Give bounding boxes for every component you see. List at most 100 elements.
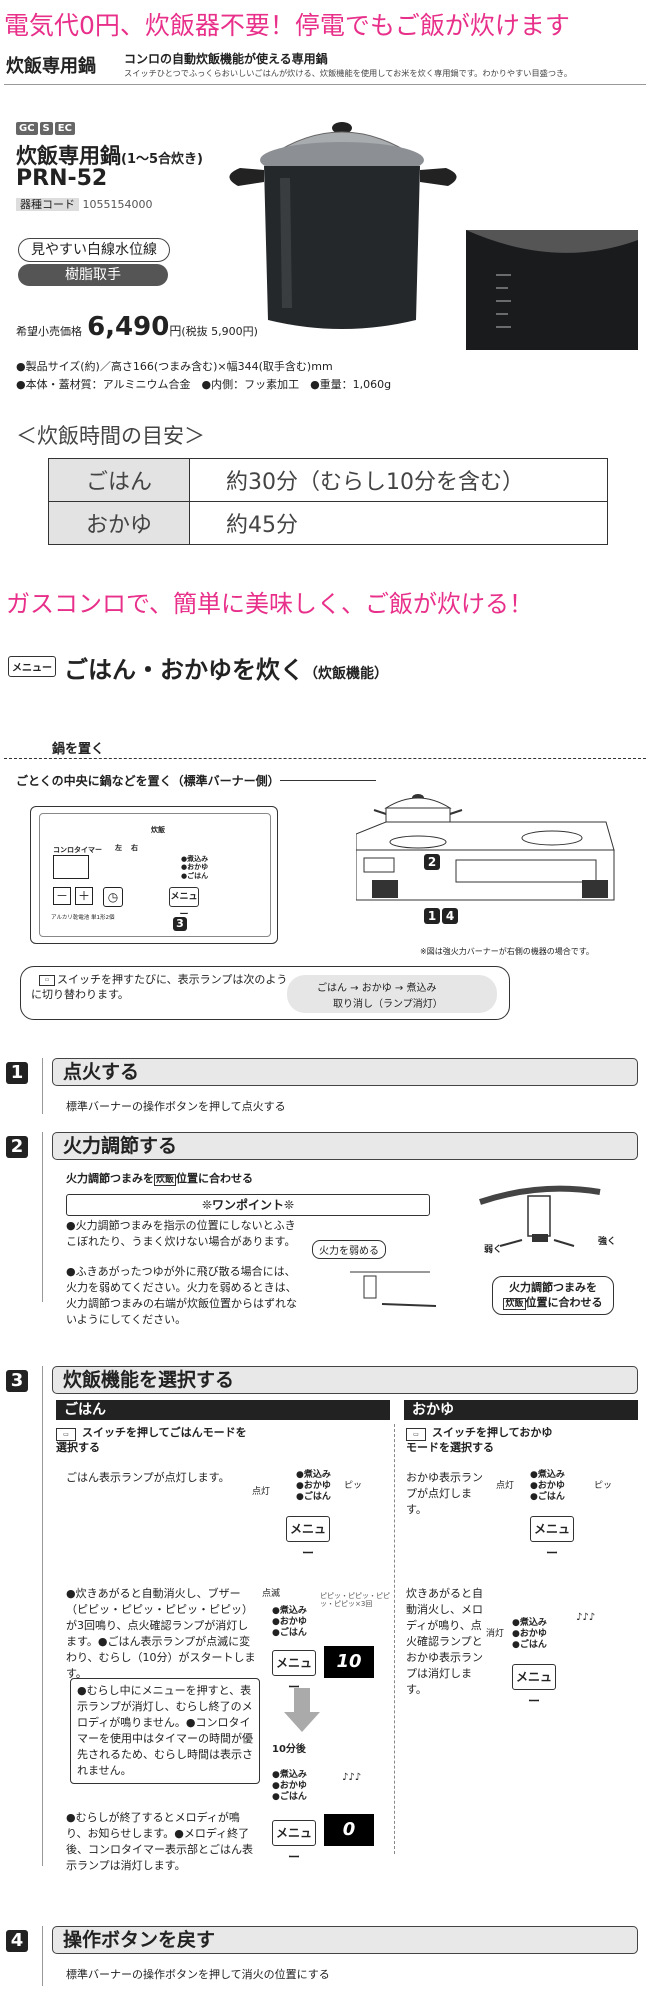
switch-explanation-box: ▭ スイッチを押すたびに、表示ランプは次のように切り替わります。 ごはん → お…: [20, 966, 510, 1020]
product-category: 炊飯専用鍋: [6, 56, 96, 77]
panel-right: 右: [131, 844, 138, 852]
panel-minus: －: [53, 887, 71, 905]
step-2-desc-mark: 炊飯: [154, 1174, 177, 1186]
rice-menu-button-1: メニュー: [286, 1516, 330, 1560]
rice-boil: ●炊きあがると自動消火し、ブザー（ピピッ・ピピッ・ピピッ・ピピッ）が3回鳴り、点…: [66, 1587, 256, 1680]
panel-battery: アルカリ乾電池 単1形2個: [51, 915, 115, 921]
rice-blink-label: 点滅: [262, 1589, 281, 1599]
step-1-desc: 標準バーナーの操作ボタンを押して点火する: [66, 1100, 286, 1113]
feature-waterline: 見やすい白線水位線: [18, 238, 170, 262]
tag-ec: EC: [54, 122, 75, 135]
tagline: ガスコンロで、簡単に美味しく、ご飯が炊ける！: [6, 590, 534, 618]
rice-lamps-2: ●煮込み ●おかゆ ●ごはん: [272, 1606, 307, 1638]
time-guide-table: ごはん約30分（むらし10分を含む） おかゆ約45分: [48, 458, 608, 545]
category-desc: スイッチひとつでふっくらおいしいごはんが炊ける、炊飯機能を使用してお米を炊く専用…: [124, 68, 573, 78]
panel-left: 左: [115, 844, 122, 852]
step-1-number: 1: [6, 1062, 28, 1084]
flow-bottom: 取り消し（ランプ消灯）: [333, 999, 443, 1010]
headline: 電気代0円、炊飯器不要！停電でもご飯が炊けます: [4, 11, 570, 40]
panel-menu-button: メニュー: [169, 887, 199, 920]
stove-diagram: [356, 794, 615, 901]
spec-material: ●本体・蓋材質：アルミニウム合金 ●内側：フッ素加工 ●重量：1,060g: [16, 378, 392, 391]
section-title: ごはん・おかゆを炊く: [64, 656, 304, 684]
rice-beeps: ピピッ・ピピッ・ピピッ・ピピッ×3回: [320, 1592, 390, 1609]
step-4-title: 操作ボタンを戻す: [52, 1926, 638, 1954]
porridge-lamp-on: おかゆ表示ランプが点灯します。: [406, 1471, 483, 1516]
timer-icon: ◷: [103, 887, 123, 907]
divider: [4, 84, 646, 85]
rice-header: ごはん: [56, 1400, 390, 1420]
menu-icon: ▭: [56, 1428, 76, 1441]
table-row: おかゆ約45分: [48, 501, 608, 545]
step-4-desc: 標準バーナーの操作ボタンを押して消火の位置にする: [66, 1968, 330, 1981]
rice-note-box: ●むらし中にメニューを押すと、表示ランプが消灯し、むらし終了のメロディが鳴りませ…: [70, 1678, 260, 1784]
onepoint-2: ●ふきあがったつゆが外に飛び散る場合には、火力を弱めてください。火力を弱めるとき…: [66, 1265, 297, 1326]
step-2-desc-b: 位置に合わせる: [176, 1172, 254, 1185]
section-title-line: ごはん・おかゆを炊く（炊飯機能）: [64, 650, 388, 685]
down-arrow: [284, 1688, 320, 1732]
panel-display: [53, 855, 89, 879]
code-value: 1055154000: [82, 198, 153, 211]
row-value-porridge: 約45分: [189, 501, 608, 545]
porridge-lamps-2: ●煮込み ●おかゆ ●ごはん: [512, 1618, 547, 1650]
porridge-header: おかゆ: [404, 1400, 638, 1420]
product-code: 器種コード 1055154000: [16, 196, 153, 212]
divider: [42, 1132, 43, 1302]
column-divider: [394, 1424, 395, 1854]
menu-icon: メニュー: [8, 656, 56, 677]
category-sub: コンロの自動炊飯機能が使える専用鍋: [124, 52, 328, 66]
table-row: ごはん約30分（むらし10分を含む）: [48, 458, 608, 502]
product-name-sub: (1～5合炊き): [121, 152, 203, 167]
rice-lamps-3: ●煮込み ●おかゆ ●ごはん: [272, 1770, 307, 1802]
product-model: PRN-52: [16, 166, 108, 191]
porridge-lamps-1: ●煮込み ●おかゆ ●ごはん: [530, 1470, 565, 1502]
porridge-select: スイッチを押しておかゆモードを選択する: [406, 1426, 553, 1454]
rice-lamp-on: ごはん表示ランプが点灯します。: [66, 1471, 230, 1484]
porridge-beep: ピッ: [594, 1481, 613, 1491]
row-label-porridge: おかゆ: [48, 501, 190, 545]
divider: [4, 758, 646, 759]
step-2-desc: 火力調節つまみを炊飯位置に合わせる: [66, 1170, 253, 1186]
porridge-menu-button-2: メニュー: [512, 1664, 556, 1708]
step-3-title: 炊飯機能を選択する: [52, 1366, 638, 1394]
stove-callout-1: 1: [424, 908, 440, 924]
pot-instruction: ごとくの中央に鍋などを置く（標準バーナー側）: [16, 774, 280, 788]
stove-callout-4: 4: [442, 908, 458, 924]
panel-lamps: ●煮込み ●おかゆ ●ごはん: [181, 855, 209, 880]
porridge-music: ♪♪♪: [576, 1612, 596, 1623]
onepoint-header: ❊ワンポイント❊: [66, 1194, 430, 1216]
after10-label: 10分後: [272, 1744, 306, 1755]
align-callout: 火力調節つまみを 炊飯位置に合わせる: [492, 1276, 614, 1315]
rice-lit-label: 点灯: [252, 1487, 271, 1497]
onepoint-1: ●火力調節つまみを指示の位置にしないとふきこぼれたり、うまく炊けない場合がありま…: [66, 1219, 296, 1248]
price-unit: 円: [169, 324, 182, 338]
section-title-sub: （炊飯機能）: [304, 666, 388, 682]
tag-s: S: [39, 122, 53, 135]
step-3-number: 3: [6, 1370, 28, 1392]
pot-image: [229, 122, 457, 329]
stove-callout-2: 2: [424, 854, 440, 870]
divider: [42, 1058, 43, 1114]
divider: [42, 1926, 43, 1986]
step-1-title: 点火する: [52, 1058, 638, 1086]
panel-callout-3: 3: [173, 917, 187, 931]
step-2-title: 火力調節する: [52, 1132, 638, 1160]
product-name-line: 炊飯専用鍋(1～5合炊き): [16, 140, 203, 170]
menu-icon: ▭: [39, 975, 55, 986]
weaken-label: 火力を弱める: [312, 1240, 386, 1259]
rice-end: ●むらしが終了するとメロディが鳴り、お知らせします。●メロディ終了後、コンロタイ…: [66, 1811, 253, 1872]
knob-label-panel: 炊飯: [151, 826, 165, 834]
step-2-desc-a: 火力調節つまみを: [66, 1172, 154, 1185]
step-4-number: 4: [6, 1930, 28, 1952]
porridge-lit-label: 点灯: [496, 1481, 515, 1491]
rice-beep: ピッ: [344, 1481, 363, 1491]
row-value-rice: 約30分（むらし10分を含む）: [189, 458, 608, 502]
divider: [42, 1366, 43, 1866]
product-name: 炊飯専用鍋: [16, 144, 121, 168]
figure-note: ※図は強火力バーナーが右側の機器の場合です。: [420, 947, 594, 956]
panel-plus: ＋: [75, 887, 93, 905]
knob-small-illustration: [350, 1271, 437, 1307]
rice-select: スイッチを押してごはんモードを選択する: [56, 1426, 247, 1454]
rice-lamps-1: ●煮込み ●おかゆ ●ごはん: [296, 1470, 331, 1502]
feature-handle: 樹脂取手: [18, 264, 168, 286]
